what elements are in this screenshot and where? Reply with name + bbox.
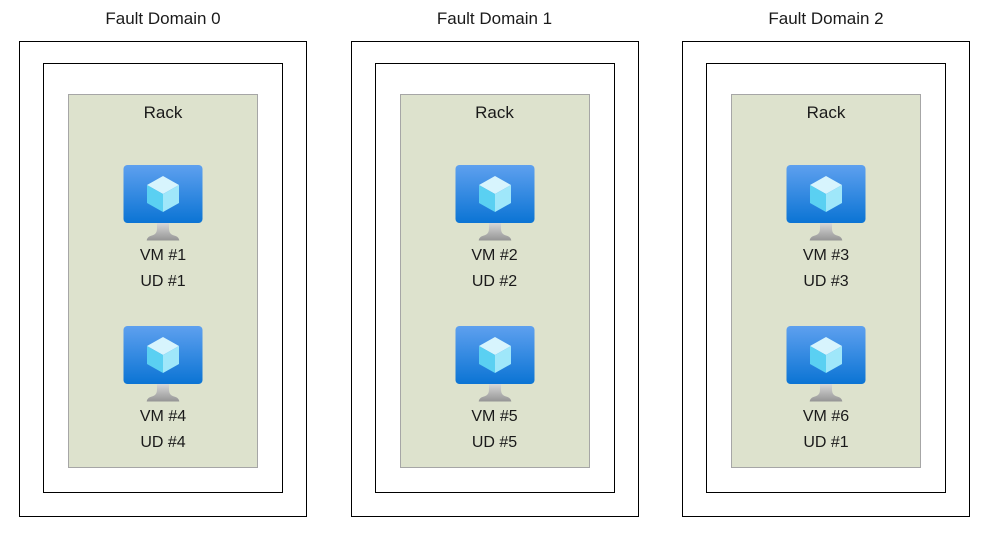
vm-monitor-icon	[786, 165, 866, 241]
vm-ud-label: UD #4	[140, 434, 186, 451]
vm-name-label: VM #2	[471, 247, 518, 264]
vm-monitor-icon	[786, 326, 866, 402]
vm-unit: VM #2 UD #2	[455, 165, 535, 295]
vm-name-label: VM #4	[139, 408, 187, 425]
fault-domain-1: Fault Domain 1 Rack VM #2 UD #2	[350, 0, 639, 517]
fault-domain-2: Fault Domain 2 Rack VM #3 UD #3	[682, 0, 970, 517]
fault-domain-0: Fault Domain 0 Rack VM #1 UD #1	[19, 0, 307, 517]
vm-name-label: VM #1	[139, 247, 187, 264]
vm-unit: VM #4 UD #4	[123, 326, 203, 456]
vm-unit: VM #1 UD #1	[123, 165, 203, 295]
vm-ud-label: UD #2	[471, 273, 518, 290]
rack: Rack VM #1 UD #1	[68, 94, 258, 468]
fault-domain-inner-box: Rack VM #3 UD #3	[706, 63, 946, 493]
vm-name-label: VM #5	[471, 408, 518, 425]
rack-label: Rack	[143, 103, 183, 122]
fault-domain-inner-box: Rack VM #1 UD #1	[43, 63, 283, 493]
fault-domain-outer-box: Rack VM #1 UD #1	[19, 41, 307, 517]
vm-name-label: VM #3	[802, 247, 850, 264]
vm-unit: VM #5 UD #5	[455, 326, 535, 456]
rack-label: Rack	[475, 103, 514, 122]
rack: Rack VM #2 UD #2	[399, 94, 590, 468]
vm-ud-label: UD #1	[140, 273, 186, 290]
vm-ud-label: UD #5	[471, 434, 518, 451]
fault-domain-title: Fault Domain 0	[105, 9, 221, 28]
fault-domain-title: Fault Domain 1	[436, 9, 553, 28]
rack: Rack VM #3 UD #3	[731, 94, 921, 468]
rack-label: Rack	[806, 103, 846, 122]
vm-monitor-icon	[455, 165, 534, 241]
vm-monitor-icon	[123, 326, 203, 402]
fault-domain-title: Fault Domain 2	[768, 9, 884, 28]
vm-ud-label: UD #3	[803, 273, 849, 290]
vm-monitor-icon	[455, 326, 534, 402]
vm-ud-label: UD #1	[803, 434, 849, 451]
vm-unit: VM #6 UD #1	[786, 326, 866, 456]
vm-unit: VM #3 UD #3	[786, 165, 866, 295]
vm-name-label: VM #6	[802, 408, 850, 425]
fault-domain-outer-box: Rack VM #2 UD #2	[350, 41, 639, 517]
vm-monitor-icon	[123, 165, 203, 241]
fault-domain-outer-box: Rack VM #3 UD #3	[682, 41, 970, 517]
fault-domain-inner-box: Rack VM #2 UD #2	[374, 63, 615, 493]
